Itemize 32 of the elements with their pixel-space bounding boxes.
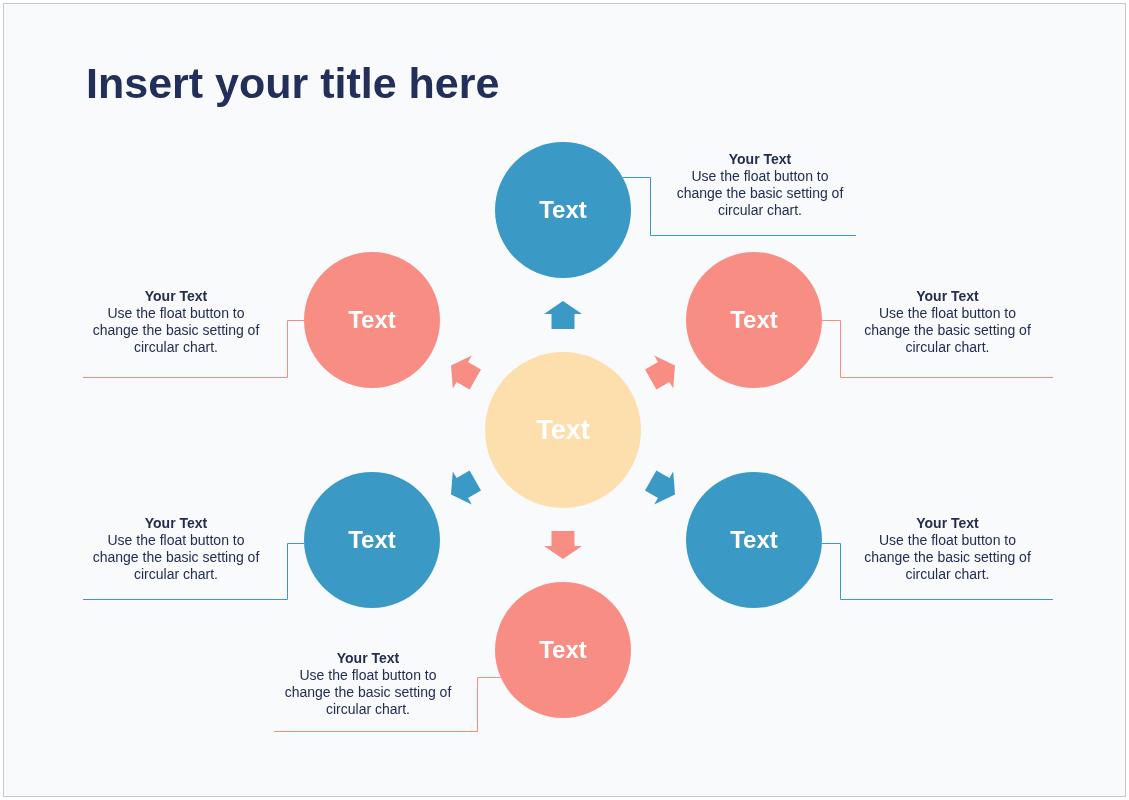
- text-description: Use the float button to change the basic setting of circular chart.: [283, 667, 453, 718]
- circle-label: Text: [539, 638, 587, 662]
- leader-line: [82, 320, 305, 378]
- text-description: Use the float button to change the basic setting of circular chart.: [91, 532, 261, 583]
- text-description: Use the float button to change the basic setting of circular chart.: [675, 168, 845, 219]
- circle-label: Text: [348, 528, 396, 552]
- circle-label: Text: [730, 528, 778, 552]
- circle-label: Text: [348, 308, 396, 332]
- arrow: [544, 531, 582, 559]
- circle-label: Text: [730, 308, 778, 332]
- text-heading: Your Text: [916, 288, 979, 305]
- leader-line: [622, 177, 857, 236]
- arrow: [645, 355, 675, 390]
- text-heading: Your Text: [336, 650, 400, 667]
- text-description: Use the float button to change the basic setting of circular chart.: [91, 305, 261, 356]
- leader-line: [273, 677, 502, 732]
- text-heading: Your Text: [144, 288, 208, 305]
- text-heading: Your Text: [144, 515, 208, 532]
- leader-line: [821, 543, 1054, 600]
- leader-line: [82, 543, 305, 600]
- leader-line: [821, 320, 1054, 378]
- arrow: [645, 470, 675, 505]
- arrow: [451, 355, 481, 390]
- text-heading: Your Text: [916, 515, 979, 532]
- circle-label: Text: [536, 416, 590, 444]
- text-description: Use the float button to change the basic setting of circular chart.: [863, 305, 1032, 356]
- arrow: [544, 301, 582, 329]
- text-description: Use the float button to change the basic setting of circular chart.: [863, 532, 1032, 583]
- circle-label: Text: [539, 198, 587, 222]
- title: Insert your title here: [86, 62, 500, 105]
- text-heading: Your Text: [728, 151, 792, 168]
- arrow: [451, 470, 481, 505]
